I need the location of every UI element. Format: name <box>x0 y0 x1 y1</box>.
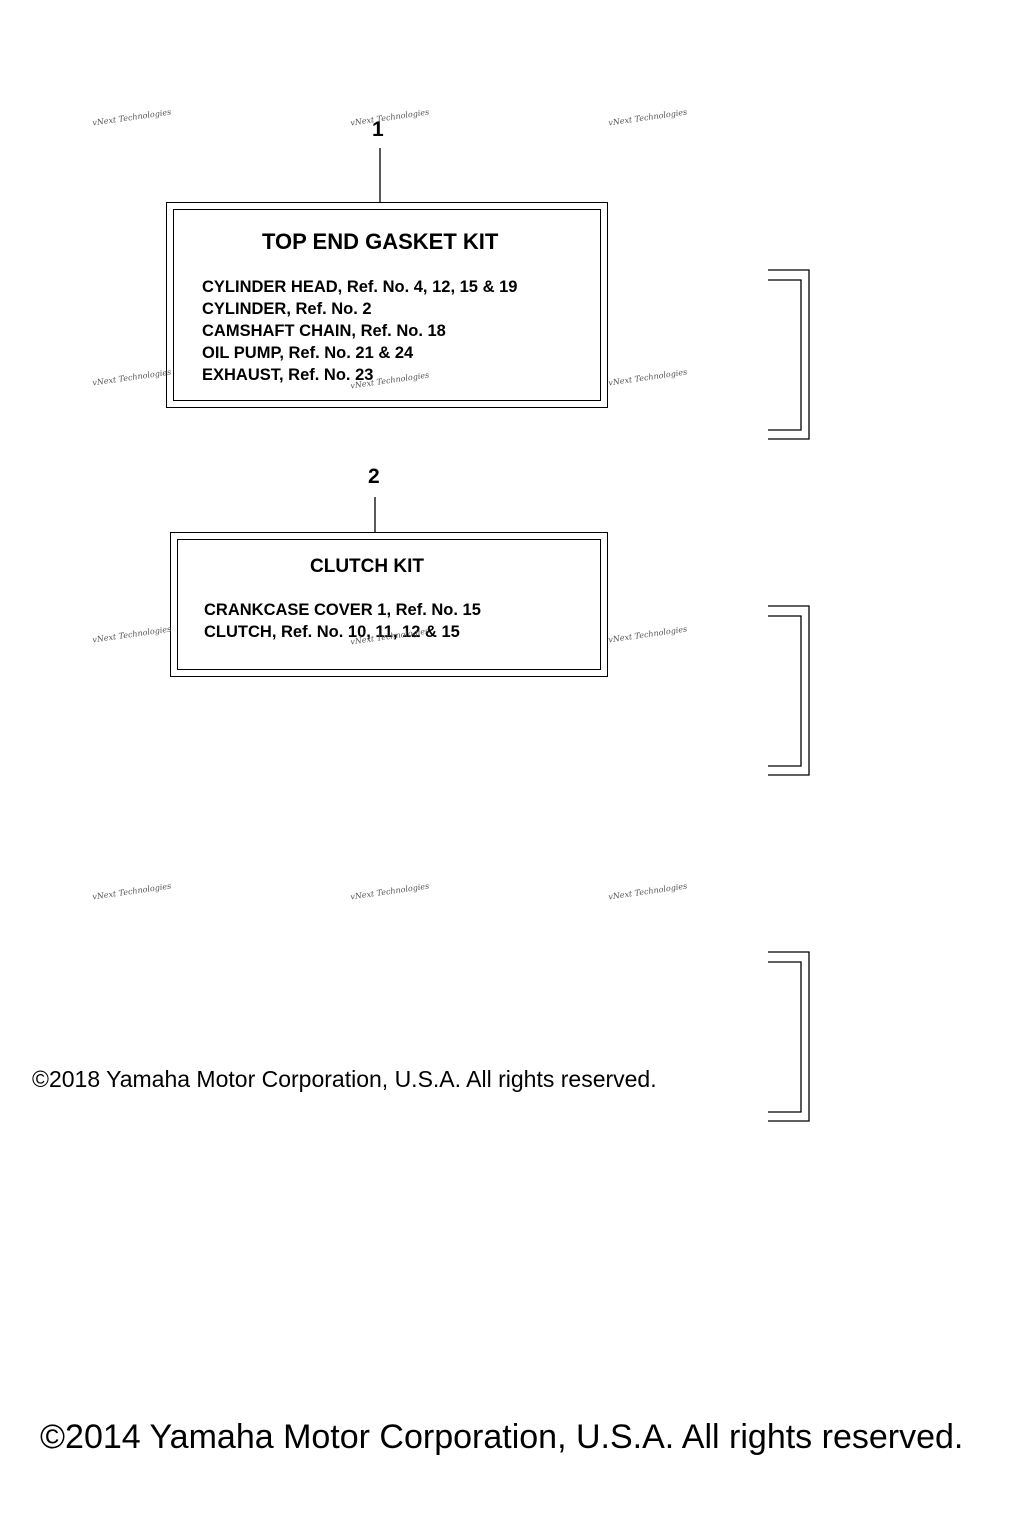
bracket-1 <box>768 269 810 440</box>
kit-line: EXHAUST, Ref. No. 23 <box>202 366 374 384</box>
kit-box-inner-border <box>177 539 601 670</box>
callout-number-2: 2 <box>368 465 380 488</box>
kit-box-top-end-gasket <box>166 202 608 408</box>
copyright-notice-2018: ©2018 Yamaha Motor Corporation, U.S.A. A… <box>32 1066 657 1092</box>
kit-line: CRANKCASE COVER 1, Ref. No. 15 <box>204 601 481 619</box>
kit-line: CYLINDER HEAD, Ref. No. 4, 12, 15 & 19 <box>202 278 518 296</box>
bracket-2 <box>768 605 810 776</box>
kit-line: OIL PUMP, Ref. No. 21 & 24 <box>202 344 414 362</box>
kit-line: CAMSHAFT CHAIN, Ref. No. 18 <box>202 322 446 340</box>
bracket-3 <box>768 951 810 1122</box>
kit-title: TOP END GASKET KIT <box>262 229 499 254</box>
kit-line: CYLINDER, Ref. No. 2 <box>202 300 372 318</box>
kit-box-clutch <box>170 532 608 677</box>
kit-box-inner-border <box>173 209 601 401</box>
kit-title: CLUTCH KIT <box>310 556 424 577</box>
callout-number-1: 1 <box>372 118 384 141</box>
kit-line: CLUTCH, Ref. No. 10, 11, 12 & 15 <box>204 623 460 641</box>
copyright-notice-2014: ©2014 Yamaha Motor Corporation, U.S.A. A… <box>40 1418 964 1456</box>
